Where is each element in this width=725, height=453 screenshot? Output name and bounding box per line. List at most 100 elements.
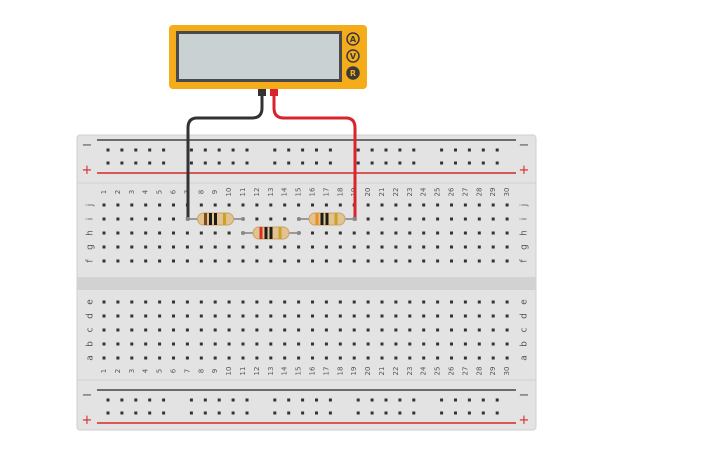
hole-f28[interactable] <box>477 259 481 263</box>
hole-f11[interactable] <box>241 259 245 263</box>
hole-g19[interactable] <box>352 245 356 249</box>
rail-hole[interactable] <box>398 411 402 415</box>
hole-d16[interactable] <box>311 314 314 318</box>
hole-j14[interactable] <box>283 203 287 207</box>
ohmmeter-mode-button[interactable]: R <box>346 66 360 80</box>
hole-e5[interactable] <box>158 300 162 304</box>
rail-hole[interactable] <box>120 161 124 165</box>
hole-a22[interactable] <box>394 356 398 360</box>
hole-c21[interactable] <box>380 328 384 332</box>
hole-e4[interactable] <box>144 300 148 304</box>
rail-hole[interactable] <box>440 148 444 152</box>
hole-a27[interactable] <box>463 356 467 360</box>
hole-j15[interactable] <box>297 203 301 207</box>
hole-b15[interactable] <box>297 342 301 346</box>
hole-e3[interactable] <box>130 300 134 304</box>
hole-c15[interactable] <box>297 328 301 332</box>
rail-hole[interactable] <box>481 148 485 152</box>
hole-d27[interactable] <box>463 314 467 318</box>
hole-g17[interactable] <box>324 245 328 249</box>
rail-hole[interactable] <box>203 398 207 402</box>
hole-e16[interactable] <box>311 300 314 304</box>
hole-f27[interactable] <box>463 259 467 263</box>
rail-hole[interactable] <box>203 411 207 415</box>
hole-e6[interactable] <box>172 300 175 304</box>
hole-e27[interactable] <box>463 300 467 304</box>
hole-j26[interactable] <box>450 203 453 207</box>
hole-c26[interactable] <box>450 328 453 332</box>
hole-g23[interactable] <box>408 245 412 249</box>
resistor-2[interactable] <box>241 226 301 240</box>
rail-hole[interactable] <box>231 411 235 415</box>
hole-g5[interactable] <box>158 245 162 249</box>
hole-h28[interactable] <box>477 231 481 235</box>
resistor-3[interactable] <box>297 212 357 226</box>
hole-b30[interactable] <box>505 342 509 346</box>
hole-c8[interactable] <box>199 328 203 332</box>
hole-g16[interactable] <box>311 245 314 249</box>
hole-c22[interactable] <box>394 328 398 332</box>
rail-hole[interactable] <box>301 398 305 402</box>
hole-e7[interactable] <box>185 300 189 304</box>
hole-h5[interactable] <box>158 231 162 235</box>
hole-b6[interactable] <box>172 342 175 346</box>
rail-hole[interactable] <box>328 398 332 402</box>
hole-h23[interactable] <box>408 231 412 235</box>
hole-d10[interactable] <box>227 314 231 318</box>
hole-i4[interactable] <box>144 217 148 221</box>
hole-g21[interactable] <box>380 245 384 249</box>
hole-e20[interactable] <box>366 300 370 304</box>
hole-b12[interactable] <box>255 342 259 346</box>
hole-h2[interactable] <box>116 231 120 235</box>
hole-f30[interactable] <box>505 259 509 263</box>
hole-h17[interactable] <box>324 231 328 235</box>
hole-b13[interactable] <box>269 342 273 346</box>
breadboard[interactable]: − − + + − − + + 112233445566778899101011… <box>76 134 537 431</box>
hole-i6[interactable] <box>172 217 175 221</box>
hole-j1[interactable] <box>102 203 106 207</box>
hole-b21[interactable] <box>380 342 384 346</box>
rail-hole[interactable] <box>162 161 166 165</box>
hole-d22[interactable] <box>394 314 398 318</box>
hole-e18[interactable] <box>338 300 342 304</box>
hole-j8[interactable] <box>199 203 203 207</box>
hole-g7[interactable] <box>185 245 189 249</box>
hole-b26[interactable] <box>450 342 453 346</box>
hole-h20[interactable] <box>366 231 370 235</box>
rail-hole[interactable] <box>315 398 318 402</box>
resistor-1[interactable] <box>186 212 245 226</box>
hole-j12[interactable] <box>255 203 259 207</box>
hole-b20[interactable] <box>366 342 370 346</box>
rail-hole[interactable] <box>162 411 166 415</box>
hole-c9[interactable] <box>213 328 217 332</box>
hole-f29[interactable] <box>491 259 495 263</box>
hole-h16[interactable] <box>311 231 314 235</box>
hole-i3[interactable] <box>130 217 134 221</box>
hole-a2[interactable] <box>116 356 120 360</box>
rail-hole[interactable] <box>245 148 249 152</box>
hole-b16[interactable] <box>311 342 314 346</box>
hole-h7[interactable] <box>185 231 189 235</box>
hole-j2[interactable] <box>116 203 120 207</box>
hole-f7[interactable] <box>185 259 189 263</box>
hole-a8[interactable] <box>199 356 203 360</box>
hole-b9[interactable] <box>213 342 217 346</box>
hole-g9[interactable] <box>213 245 217 249</box>
rail-hole[interactable] <box>245 161 249 165</box>
hole-b27[interactable] <box>463 342 467 346</box>
hole-c25[interactable] <box>436 328 440 332</box>
rail-hole[interactable] <box>481 398 485 402</box>
breadboard-holes[interactable] <box>102 148 509 415</box>
rail-hole[interactable] <box>398 161 402 165</box>
hole-b5[interactable] <box>158 342 162 346</box>
hole-e21[interactable] <box>380 300 384 304</box>
hole-i13[interactable] <box>269 217 273 221</box>
rail-hole[interactable] <box>315 161 318 165</box>
rail-hole[interactable] <box>481 411 485 415</box>
hole-h4[interactable] <box>144 231 148 235</box>
hole-a15[interactable] <box>297 356 301 360</box>
hole-g22[interactable] <box>394 245 398 249</box>
hole-i21[interactable] <box>380 217 384 221</box>
rail-hole[interactable] <box>384 148 388 152</box>
